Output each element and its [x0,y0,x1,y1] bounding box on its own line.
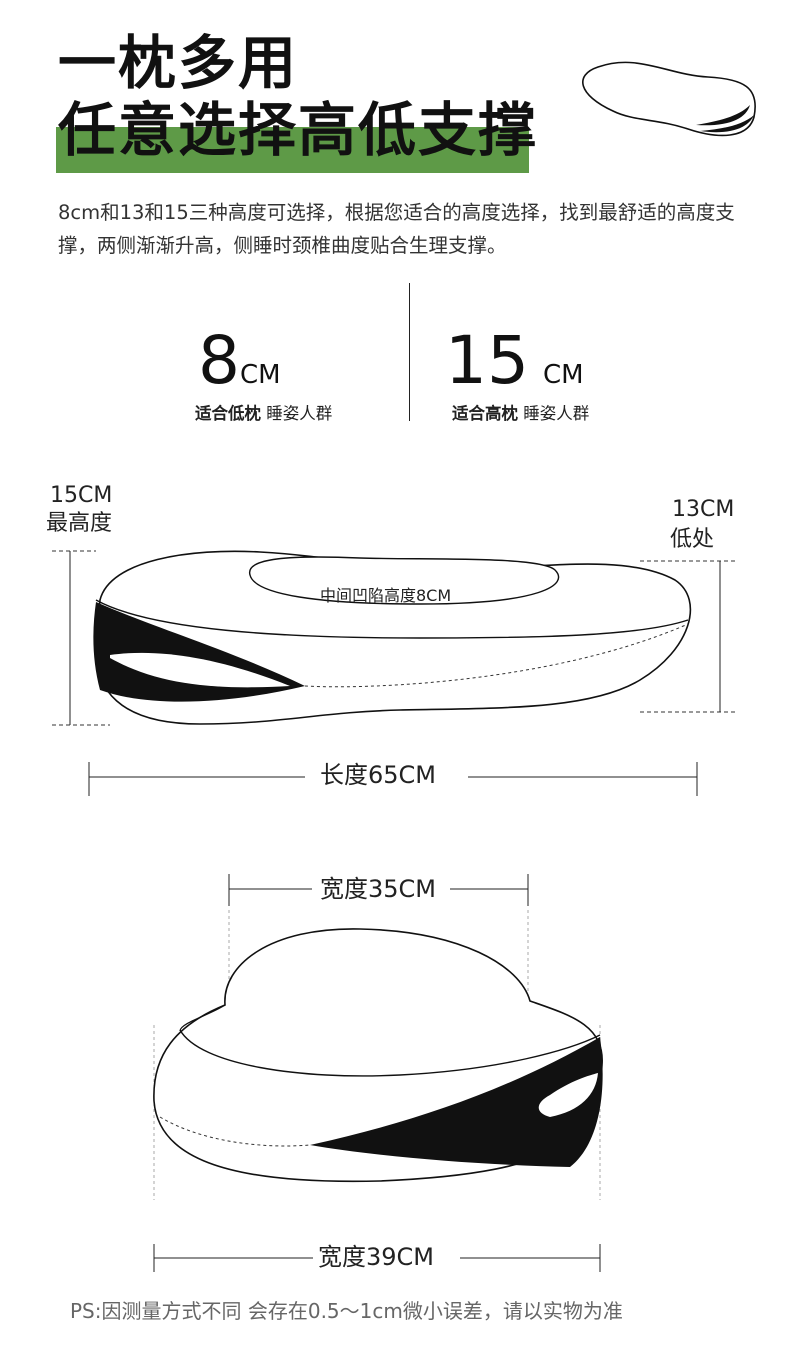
length-label: 长度65CM [320,761,437,789]
bottom-width-dimension-line [153,1244,601,1272]
bottom-width-label: 宽度39CM [318,1243,435,1271]
side-right-caption: 低处 [670,527,715,552]
length-dimension-line [88,762,698,796]
option-caption-bold: 适合高枕 [452,404,518,423]
option-number: 8 [198,322,240,399]
side-view-pillow-drawing [52,550,735,726]
option-caption-rest: 睡姿人群 [523,404,590,423]
top-width-label: 宽度35CM [320,875,437,903]
option-caption-rest: 睡姿人群 [266,404,333,423]
option-8cm: 8CM [198,326,281,396]
title-line-1: 一枕多用 [58,29,299,97]
recess-height-label: 中间凹陷高度8CM [320,586,452,605]
pillow-icon [582,61,756,137]
option-caption-bold: 适合低枕 [195,404,261,423]
title-line-2: 任意选择高低支撑 [58,96,539,164]
option-8cm-caption: 适合低枕 睡姿人群 [195,400,332,424]
footer-note: PS:因测量方式不同 会存在0.5～1cm微小误差，请以实物为准 [70,1299,623,1323]
title-highlight-bar [56,127,529,173]
side-left-value: 15CM [50,483,113,508]
option-unit: CM [240,360,281,390]
option-unit: CM [542,360,584,390]
description-text: 8cm和13和15三种高度可选择，根据您适合的高度选择，找到最舒适的高度支撑，两… [58,201,735,257]
top-width-dimension-line [228,874,529,906]
option-number: 15 [445,322,529,399]
option-15cm-caption: 适合高枕 睡姿人群 [452,400,589,424]
side-left-caption: 最高度 [46,511,113,536]
option-divider [409,283,410,421]
side-right-value: 13CM [672,497,735,522]
front-view-pillow-drawing [153,910,603,1200]
